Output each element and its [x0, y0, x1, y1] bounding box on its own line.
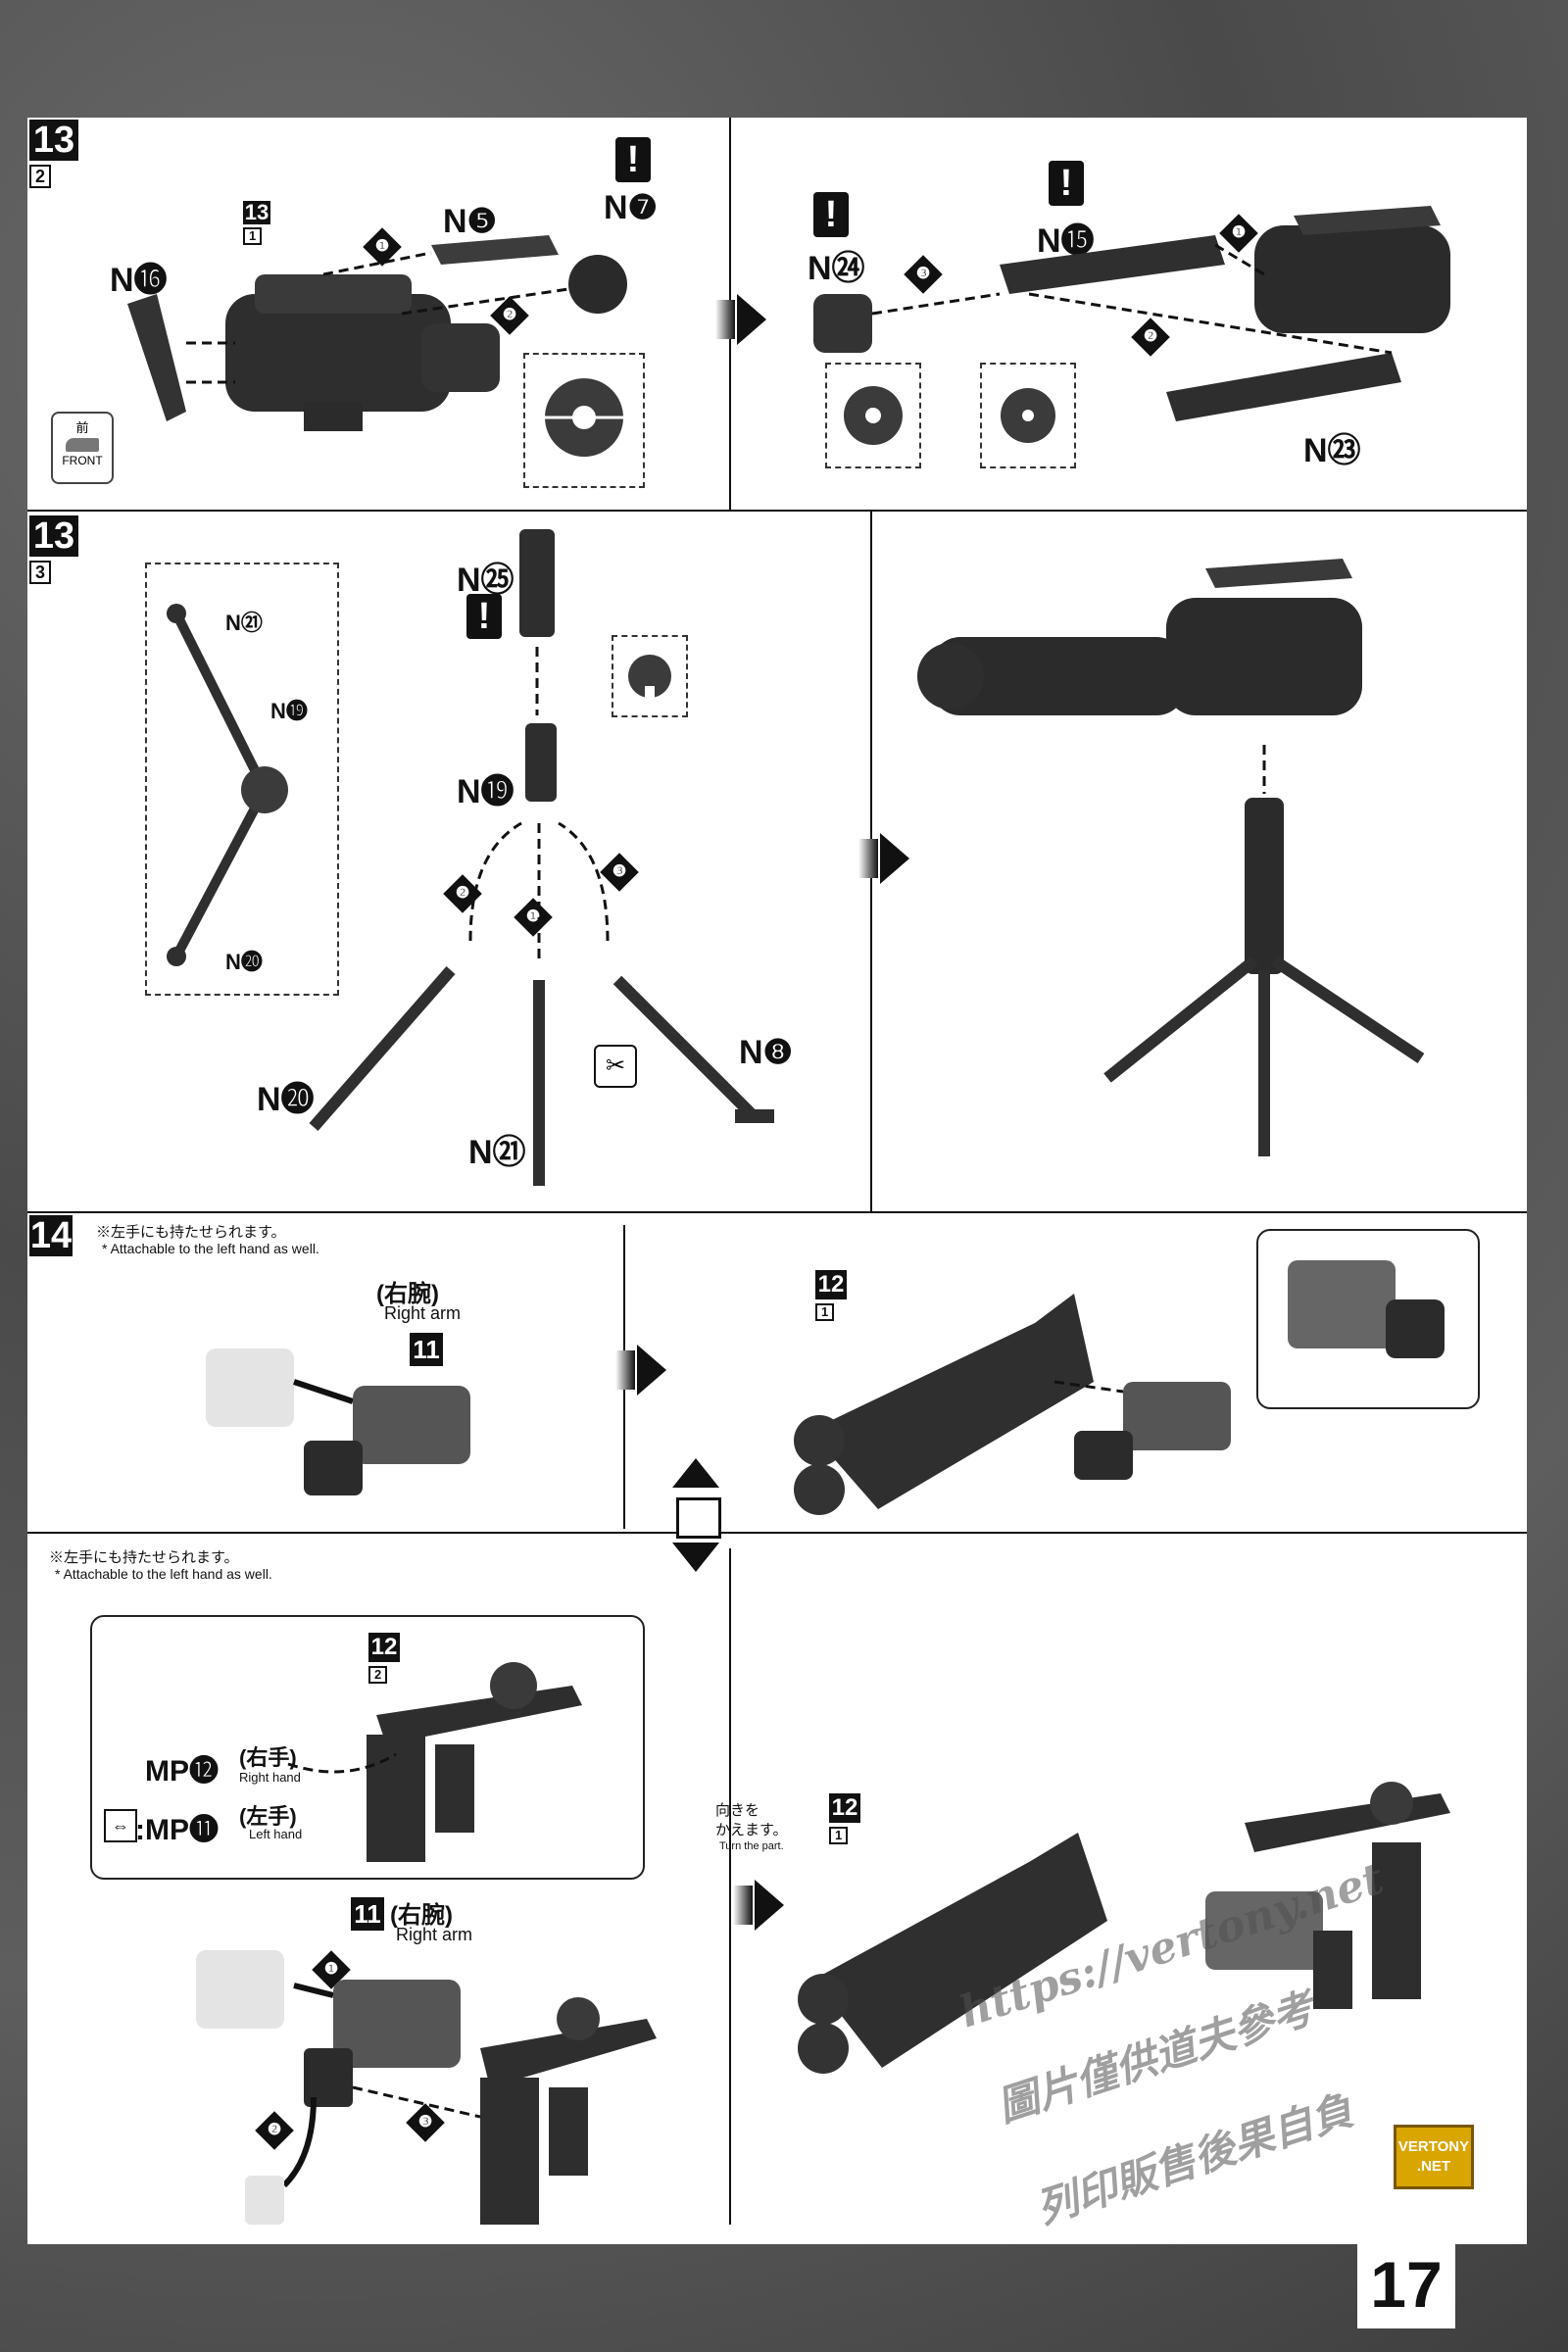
detail-inset — [980, 363, 1076, 468]
part-label-n5: N❺ — [443, 203, 498, 240]
right-arm-label-en: Right arm — [384, 1303, 462, 1323]
note-jp: ※左手にも持たせられます。 — [49, 1549, 239, 1566]
detail-inset — [825, 363, 921, 468]
part-label-n25: N㉕ — [457, 562, 514, 599]
part-label-n24: N㉔ — [808, 250, 865, 287]
next-step-arrow — [733, 1880, 784, 1931]
detail-inset — [1256, 1229, 1480, 1409]
mp11-en: Left hand — [249, 1827, 303, 1841]
hand-grip-detail-illustration — [1288, 1260, 1445, 1358]
socket-detail-illustration — [1001, 388, 1055, 443]
tripod-leg-joint-illustration — [167, 604, 288, 966]
step-number: 13 — [29, 120, 78, 161]
note-en: * Attachable to the left hand as well. — [55, 1566, 272, 1582]
barrel-assembly-illustration — [813, 206, 1450, 421]
joint-detail-illustration — [628, 655, 671, 700]
cut-icon: ✂ — [594, 1045, 637, 1088]
mp12-label: MP⓬ — [145, 1755, 219, 1788]
ref-substep: 2 — [368, 1666, 388, 1684]
next-step-arrow — [858, 833, 909, 884]
peg-detail-illustration — [545, 378, 623, 457]
mp11-label: :MP⓫ — [135, 1814, 219, 1846]
right-arm-illustration — [206, 1348, 470, 1495]
mp12-en: Right hand — [239, 1770, 301, 1785]
step-number: 14 — [29, 1215, 73, 1256]
divider — [729, 1548, 731, 2225]
ref-step-number: 11 — [351, 1897, 384, 1931]
part-label-n20: N⓴ — [257, 1081, 315, 1118]
gatling-on-tripod-illustration — [917, 559, 1425, 1156]
detail-inset — [612, 635, 688, 717]
part-label-n19: N⓳ — [270, 699, 308, 723]
handgun-grip-inset: 12 2 MP⓬ (右手) Right hand ⇔ :MP⓫ (左手) Lef… — [90, 1615, 645, 1880]
part-label-n23: N㉓ — [1303, 432, 1361, 469]
shoe-icon — [66, 438, 99, 452]
substep-number: 2 — [29, 165, 52, 188]
next-step-arrow — [615, 1345, 666, 1396]
page-number: 17 — [1357, 2240, 1455, 2328]
mp12-jp: (右手) — [239, 1745, 297, 1770]
right-arm-label-en: Right arm — [396, 1925, 473, 1944]
turn-note-jp2: かえます。 — [715, 1822, 788, 1838]
detail-inset — [523, 353, 645, 488]
divider — [27, 1532, 1527, 1534]
caution-icon: ! — [1049, 161, 1084, 206]
caution-icon: ! — [813, 192, 849, 237]
ref-substep: 1 — [815, 1303, 835, 1321]
ref-step-number: 12 — [829, 1793, 860, 1823]
part-label-n21: N㉑ — [225, 611, 263, 635]
note-en: * Attachable to the left hand as well. — [102, 1241, 319, 1256]
ref-substep: 1 — [243, 227, 263, 245]
part-label-n21: N㉑ — [468, 1134, 526, 1171]
swap-icon — [666, 1458, 725, 1605]
divider — [27, 510, 1527, 512]
part-label-n20: N⓴ — [225, 950, 263, 974]
front-icon: 前 FRONT — [51, 412, 114, 484]
part-label-n8: N❽ — [739, 1034, 794, 1071]
ref-step-number: 12 — [368, 1633, 400, 1662]
turn-note-jp1: 向きを — [715, 1802, 760, 1819]
gatling-body-assembly-illustration — [127, 235, 627, 431]
turn-note-en: Turn the part. — [719, 1840, 784, 1852]
divider — [27, 1211, 1527, 1213]
part-label-n19: N⓳ — [457, 773, 514, 810]
caution-icon: ! — [615, 137, 651, 182]
next-step-arrow — [715, 294, 766, 345]
substep-number: 3 — [29, 561, 52, 584]
tripod-leg-inset: N㉑ N⓳ N⓴ — [145, 563, 339, 996]
right-arm-label-jp: (右腕) — [376, 1281, 439, 1307]
ref-step-number: 12 — [815, 1270, 847, 1299]
part-label-n7: N❼ — [604, 189, 659, 226]
swap-hands-icon: ⇔ — [104, 1809, 137, 1842]
right-arm-label-jp: (右腕) — [390, 1902, 453, 1929]
caution-icon: ! — [466, 594, 502, 639]
gatling-hand-attach-illustration — [794, 1294, 1231, 1515]
site-logo: VERTONY .NET — [1394, 2125, 1474, 2189]
ref-step-number: 13 — [243, 200, 270, 224]
ref-step-number: 11 — [410, 1333, 443, 1366]
handgun-illustration — [287, 1662, 582, 1862]
mp11-jp: (左手) — [239, 1804, 297, 1829]
final-dual-weapon-illustration — [798, 1782, 1450, 2074]
tripod-parts-illustration — [309, 529, 774, 1186]
handgun-arm-assembly-illustration — [196, 1950, 657, 2225]
note-jp: ※左手にも持たせられます。 — [96, 1224, 286, 1241]
part-label-n16: N⓰ — [110, 262, 168, 299]
step-number: 13 — [29, 515, 78, 557]
ref-substep: 1 — [829, 1827, 849, 1844]
cylinder-detail-illustration — [844, 386, 903, 445]
